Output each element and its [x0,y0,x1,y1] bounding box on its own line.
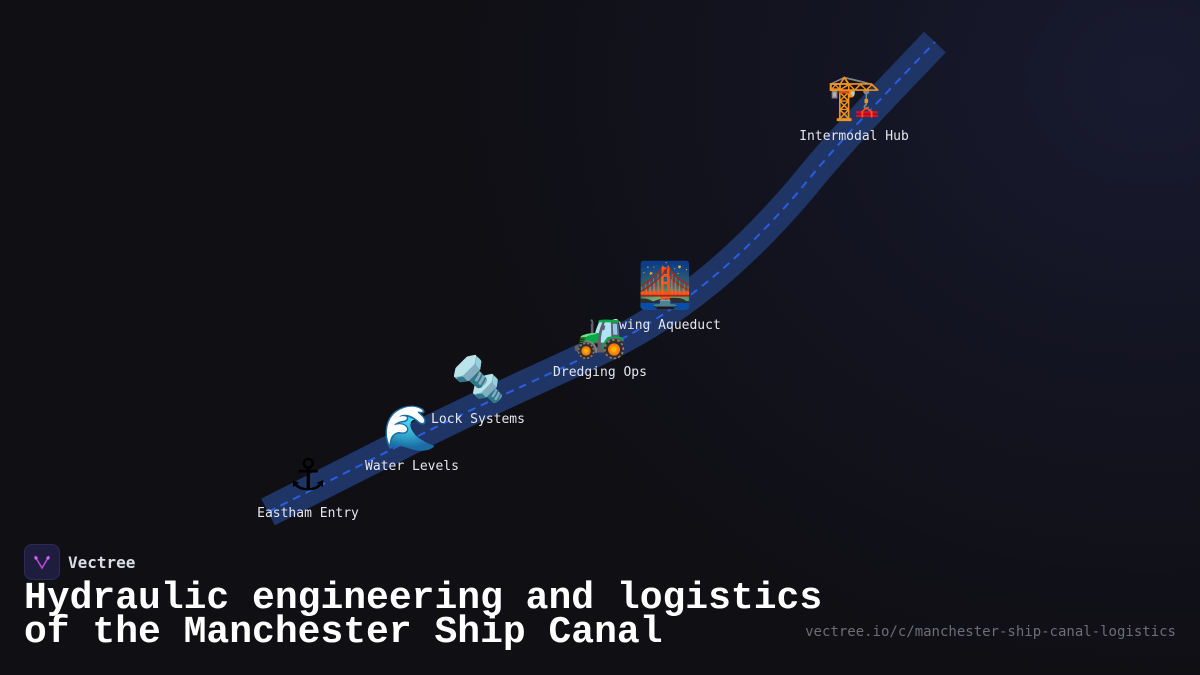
stop-water-levels[interactable]: 🌊 [383,405,438,453]
stop-label-dredging-ops: Dredging Ops [553,365,647,380]
anchor-icon: ⚓ [288,450,328,501]
vectree-logo [24,544,60,580]
crane-icon: 🏗️ [826,72,882,123]
page-title: Hydraulic engineering and logistics of t… [24,577,823,654]
stop-label-lock-systems: Lock Systems [431,412,525,427]
source-url: vectree.io/c/manchester-ship-canal-logis… [805,624,1176,640]
stop-intermodal-hub[interactable]: 🏗️ [827,74,882,122]
stop-label-water-levels: Water Levels [365,459,459,474]
stop-label-intermodal-hub: Intermodal Hub [799,129,909,144]
brand: Vectree [24,544,135,580]
stop-label-swing-aqueduct: Swing Aqueduct [611,318,721,333]
stop-eastham-entry[interactable]: ⚓ [288,452,327,500]
stop-swing-aqueduct[interactable]: 🌉 [638,262,693,310]
stop-label-eastham-entry: Eastham Entry [257,506,359,521]
brand-name: Vectree [68,552,136,572]
tractor-icon: 🚜 [572,310,628,361]
route-dashed-line [267,41,936,513]
stop-lock-systems[interactable]: 🔩 [451,356,506,404]
stop-dredging-ops[interactable]: 🚜 [573,312,628,360]
bolt-icon: 🔩 [450,354,506,405]
wave-icon: 🌊 [382,403,438,454]
bridge-icon: 🌉 [637,260,693,311]
